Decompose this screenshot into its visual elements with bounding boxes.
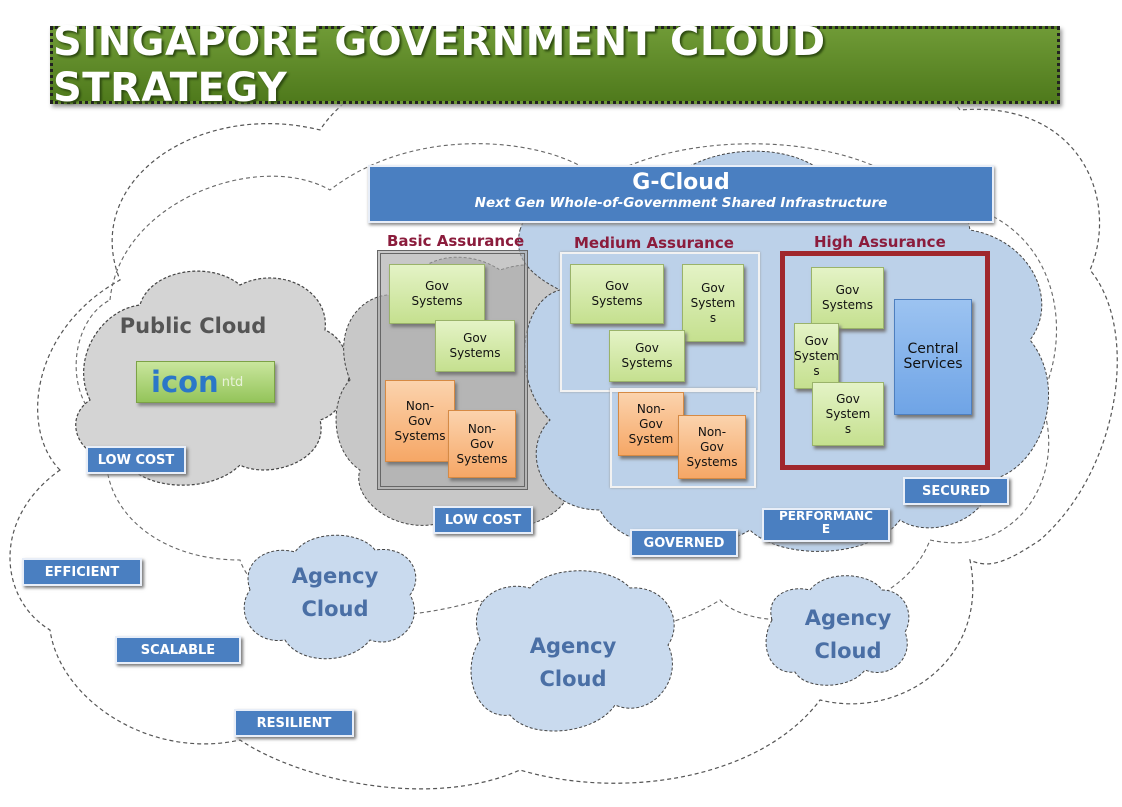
icon-logo: icon ntd <box>136 361 275 403</box>
agency-cloud-label-1: Agency Cloud <box>291 564 379 621</box>
scalable-tag: SCALABLE <box>115 636 241 664</box>
agency-cloud-2-shape <box>470 570 675 732</box>
secured-tag: SECURED <box>903 477 1009 505</box>
performance-tag: PERFORMANC E <box>762 508 890 542</box>
low-cost-tag-basic: LOW COST <box>433 506 533 534</box>
resilient-tag: RESILIENT <box>234 709 354 737</box>
high-assurance-box <box>780 251 990 470</box>
basic-gov-system-1: Gov Systems <box>389 264 485 324</box>
g-cloud-banner: G-Cloud Next Gen Whole-of-Government Sha… <box>368 165 994 223</box>
g-cloud-title: G-Cloud <box>632 170 730 195</box>
medium-nongov-system-1: Non- Gov System <box>618 392 684 456</box>
central-services: Central Services <box>894 299 972 415</box>
inner-dashed-cloud <box>75 143 1058 635</box>
high-gov-system-2: Gov System s <box>794 323 839 389</box>
agency-cloud-label-3: Agency Cloud <box>804 606 892 663</box>
basic-nongov-system-2: Non- Gov Systems <box>448 410 516 478</box>
governed-tag: GOVERNED <box>630 529 738 557</box>
basic-assurance-label: Basic Assurance <box>387 232 525 250</box>
efficient-tag: EFFICIENT <box>22 558 142 586</box>
icon-logo-sub: ntd <box>221 374 244 390</box>
high-assurance-label: High Assurance <box>814 233 946 251</box>
public-cloud-label: Public Cloud <box>119 314 267 338</box>
medium-assurance-nongov-box <box>610 388 756 488</box>
medium-assurance-label: Medium Assurance <box>574 234 734 252</box>
medium-gov-system-2: Gov System s <box>682 264 744 342</box>
high-gov-system-3: Gov System s <box>812 382 884 446</box>
low-cost-tag-public: LOW COST <box>86 446 186 474</box>
medium-assurance-box <box>560 252 760 392</box>
basic-gov-system-2: Gov Systems <box>435 320 515 372</box>
basic-nongov-system-1: Non- Gov Systems <box>385 380 455 462</box>
g-cloud-subtitle: Next Gen Whole-of-Government Shared Infr… <box>474 195 888 211</box>
page-title: SINGAPORE GOVERNMENT CLOUD STRATEGY <box>50 19 1060 111</box>
medium-nongov-system-2: Non- Gov Systems <box>678 415 746 479</box>
medium-gov-system-1: Gov Systems <box>570 264 664 324</box>
agency-cloud-1-shape <box>243 534 417 660</box>
high-gov-system-1: Gov Systems <box>811 267 884 329</box>
agency-cloud-label-2: Agency Cloud <box>529 634 617 691</box>
medium-gov-system-3: Gov Systems <box>609 330 685 382</box>
icon-logo-text: icon <box>151 365 219 399</box>
agency-cloud-3-shape <box>765 575 910 686</box>
